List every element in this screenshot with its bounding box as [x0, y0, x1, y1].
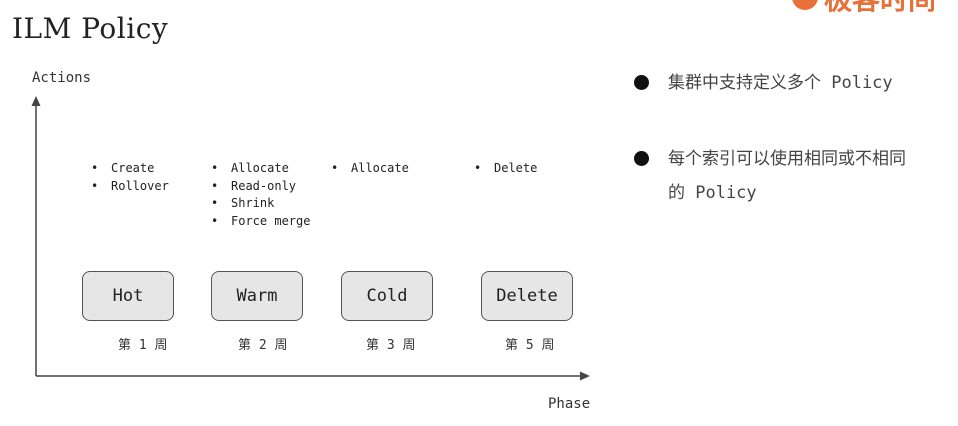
delete-actions: Delete — [474, 160, 537, 178]
cold-actions: Allocate — [331, 160, 409, 178]
action-item: Read-only — [211, 178, 310, 196]
logo-text: 极客时间 — [824, 0, 936, 14]
action-item: Allocate — [331, 160, 409, 178]
note-text: 集群中支持定义多个 Policy — [668, 73, 893, 93]
x-axis-label: Phase — [548, 396, 591, 412]
bullet-icon — [634, 75, 649, 90]
action-item: Shrink — [211, 195, 310, 213]
slide-title: ILM Policy — [12, 12, 169, 45]
brand-logo: 极客时间 — [790, 0, 958, 14]
note-item: 每个索引可以使用相同或不相同的 Policy — [634, 142, 918, 210]
week-label: 第 1 周 — [118, 338, 168, 353]
hot-actions: Create Rollover — [91, 160, 169, 195]
action-item: Allocate — [211, 160, 310, 178]
week-label: 第 5 周 — [505, 338, 555, 353]
action-item: Create — [91, 160, 169, 178]
phase-delete-box: Delete — [481, 271, 573, 321]
week-label: 第 2 周 — [238, 338, 288, 353]
note-item: 集群中支持定义多个 Policy — [634, 66, 928, 100]
note-text: 每个索引可以使用相同或不相同的 Policy — [668, 149, 906, 203]
phase-warm-box: Warm — [211, 271, 303, 321]
action-item: Force merge — [211, 213, 310, 231]
x-axis-arrow-icon — [580, 371, 590, 381]
logo-icon — [792, 0, 818, 10]
bullet-icon — [634, 151, 649, 166]
phase-hot-box: Hot — [82, 271, 174, 321]
action-item: Rollover — [91, 178, 169, 196]
phase-cold-box: Cold — [341, 271, 433, 321]
week-label: 第 3 周 — [366, 338, 416, 353]
warm-actions: Allocate Read-only Shrink Force merge — [211, 160, 310, 230]
y-axis-label: Actions — [32, 70, 92, 86]
y-axis-arrow-icon — [31, 96, 41, 106]
action-item: Delete — [474, 160, 537, 178]
